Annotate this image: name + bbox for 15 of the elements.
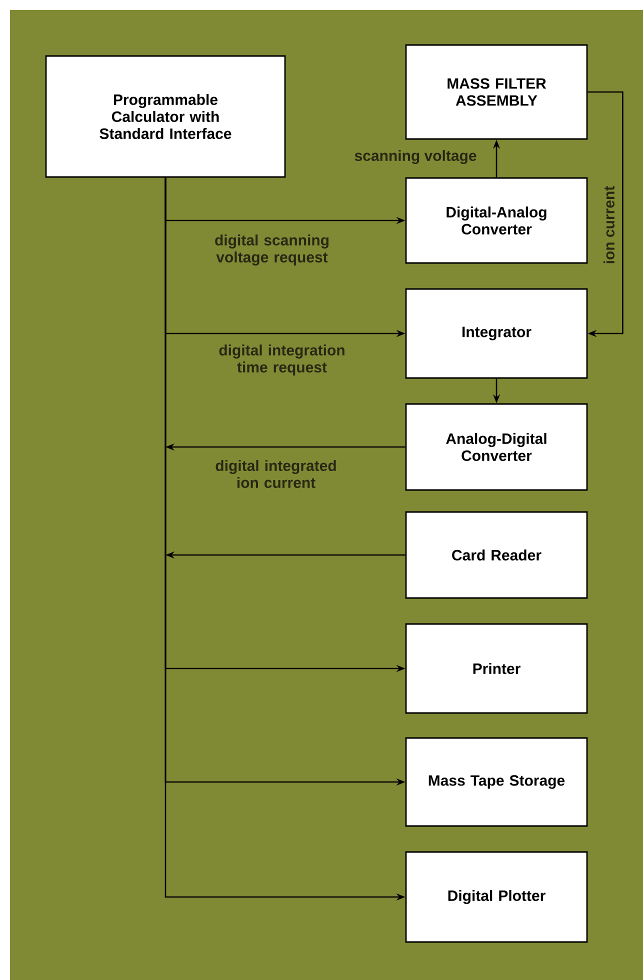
mass-filter-box: MASS FILTER ASSEMBLY [405, 44, 588, 140]
component-box: Card Reader [405, 511, 588, 599]
edge-label: digital integration time request [219, 344, 344, 376]
edge-label: scanning voltage [354, 150, 476, 164]
edge-label: digital scanning voltage request [215, 234, 328, 266]
arrow [588, 91, 624, 338]
component-box: Integrator [405, 288, 588, 379]
edge-label: digital integrated ion current [216, 460, 336, 488]
component-box: Analog-Digital Converter [405, 403, 588, 491]
component-box: Digital-Analog Converter [405, 177, 588, 264]
calculator-box: Programmable Calculator with Standard Interface [45, 55, 286, 178]
component-box: Mass Tape Storage [405, 737, 588, 827]
edge-label: ion current [604, 186, 614, 264]
component-box: Digital Plotter [405, 851, 588, 943]
component-box: Printer [405, 623, 588, 714]
